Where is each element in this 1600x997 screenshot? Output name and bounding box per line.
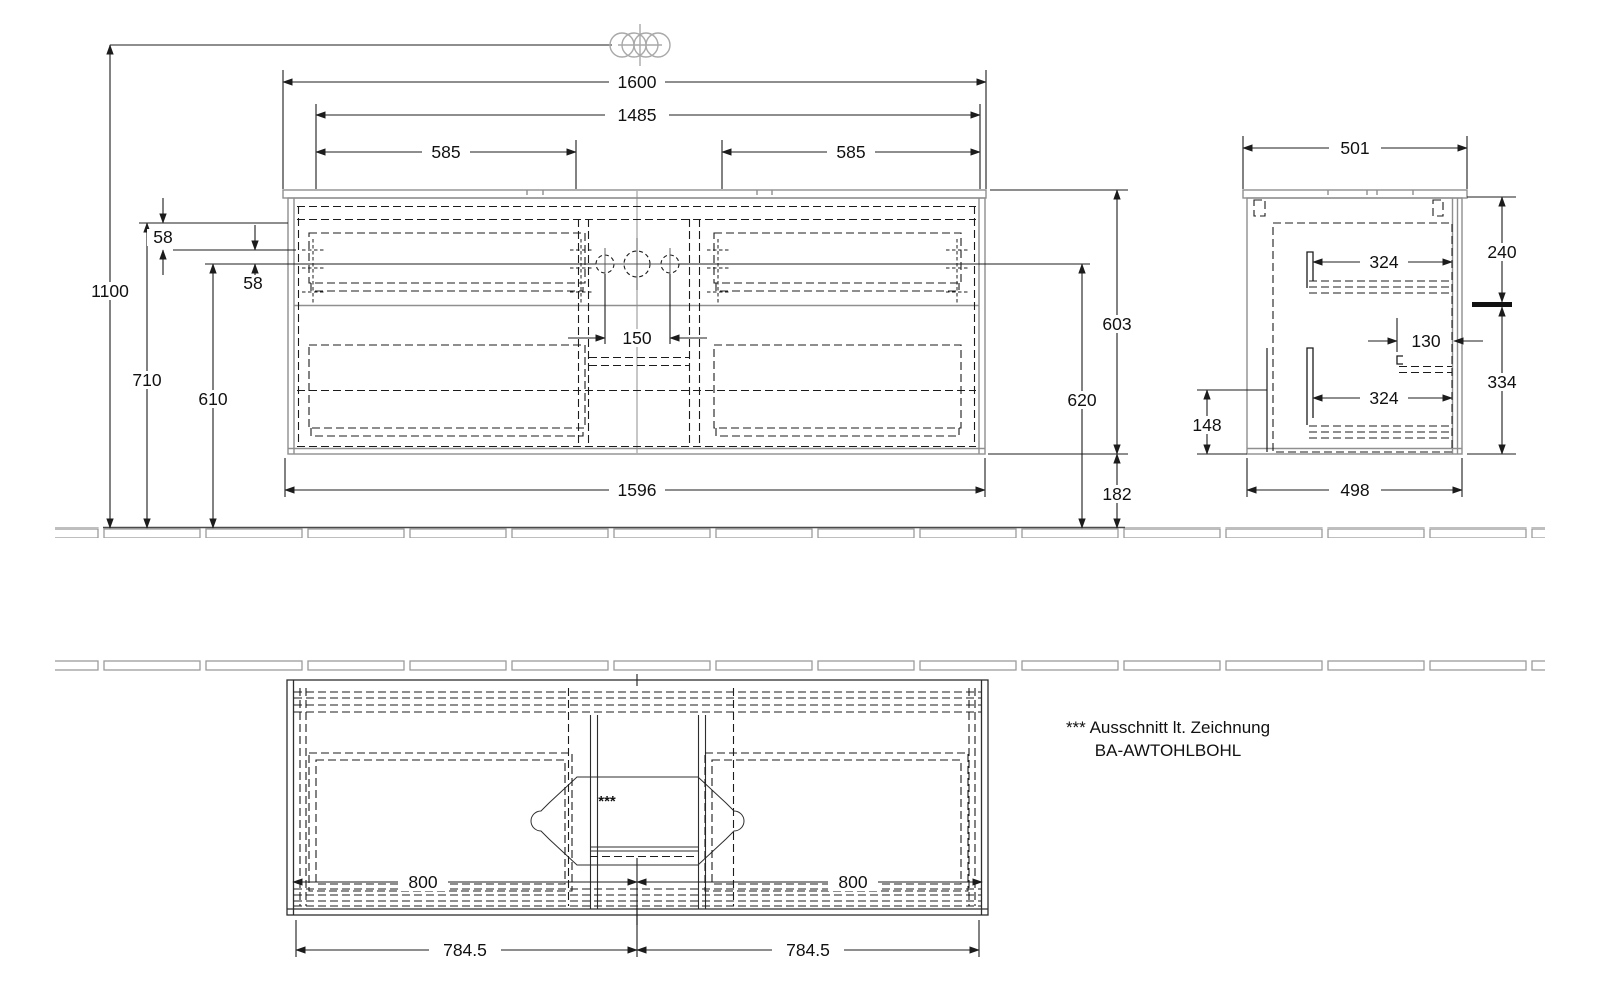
dim-offset-top-a: 58 (153, 227, 172, 247)
dim-height-under-top: 710 (132, 370, 161, 390)
hanger-bracket-right (1432, 199, 1444, 217)
plan-drawer-right-inner (711, 759, 962, 885)
plan-dimension-labels: 800 800 784.5 784.5 (398, 872, 878, 960)
tap-symbol (609, 24, 671, 66)
washbasin-top-front (282, 189, 987, 199)
hanger-bracket-left (1253, 199, 1266, 217)
side-view-hidden-lines (1253, 199, 1453, 453)
drawer-profile-outline (1272, 222, 1453, 453)
side-view-solid-details (1266, 251, 1512, 452)
plan-drawer-left-inner (315, 759, 566, 885)
lower-drawer-left (308, 344, 586, 429)
cutout-note-line1: *** Ausschnitt lt. Zeichnung (1066, 718, 1270, 737)
dim-runner-upper: 324 (1369, 252, 1398, 272)
cutout-note: *** Ausschnitt lt. Zeichnung BA-AWTOHLBO… (1066, 718, 1270, 760)
cabinet-body-side (1246, 197, 1463, 455)
runner-hook-upper (1306, 251, 1314, 288)
dim-runner-lower: 324 (1369, 388, 1398, 408)
cutout-marker: *** (598, 793, 616, 810)
washbasin-top-side (1242, 189, 1468, 199)
front-view-hidden-lines (297, 205, 976, 448)
runner-hook-lower (1306, 347, 1314, 425)
dim-body-width: 1596 (618, 480, 657, 500)
plan-drawer-left-outer (308, 752, 573, 892)
dim-depth-top: 501 (1340, 138, 1369, 158)
dim-outlet-height: 620 (1067, 390, 1096, 410)
front-rail-plan (294, 888, 981, 907)
dim-plan-half-left: 784.5 (443, 940, 487, 960)
dim-height-overall: 1100 (91, 281, 129, 301)
dim-offset-top-b: 58 (243, 273, 262, 293)
dim-service-gap: 148 (1192, 415, 1221, 435)
center-partition-plan (589, 715, 707, 909)
wall-line-plan (55, 660, 1545, 671)
front-view (282, 189, 987, 455)
dim-tap-hole-spacing: 150 (622, 328, 651, 348)
dim-right-drawer-width: 585 (836, 142, 865, 162)
dim-plan-left: 800 (408, 872, 437, 892)
floor-line-elevation (55, 526, 1545, 538)
mounting-height-mark (1472, 302, 1512, 307)
upper-drawer-right (713, 232, 962, 284)
center-partition-front (577, 219, 701, 446)
front-dimension-labels: 1600 1485 585 585 150 1100 710 610 58 58… (85, 72, 1140, 504)
back-rail-plan (294, 691, 981, 713)
dim-depth-body: 498 (1340, 480, 1369, 500)
dim-plan-right: 800 (838, 872, 867, 892)
dim-floor-gap: 182 (1102, 484, 1131, 504)
drill-point-crosses (302, 239, 968, 303)
lower-drawer-right (713, 344, 962, 429)
dim-plan-half-right: 784.5 (786, 940, 830, 960)
side-view (1242, 189, 1468, 455)
dim-height-under-apron: 610 (198, 389, 227, 409)
dim-left-drawer-width: 585 (431, 142, 460, 162)
basin-cutout (530, 776, 745, 866)
plan-dimensions (292, 878, 983, 957)
dim-siphon-offset: 130 (1411, 331, 1440, 351)
dim-inner-width: 1485 (618, 105, 657, 125)
upper-drawer-left (308, 232, 586, 284)
cutout-note-line2: BA-AWTOHLBOHL (1095, 741, 1241, 760)
siphon-shelf-edge (1396, 355, 1403, 365)
dim-cabinet-height: 603 (1102, 314, 1131, 334)
side-dimension-labels: 501 498 240 334 130 324 324 148 (1184, 138, 1525, 500)
dim-side-upper: 240 (1487, 242, 1516, 262)
dim-total-width: 1600 (618, 72, 657, 92)
dim-side-lower: 334 (1487, 372, 1516, 392)
